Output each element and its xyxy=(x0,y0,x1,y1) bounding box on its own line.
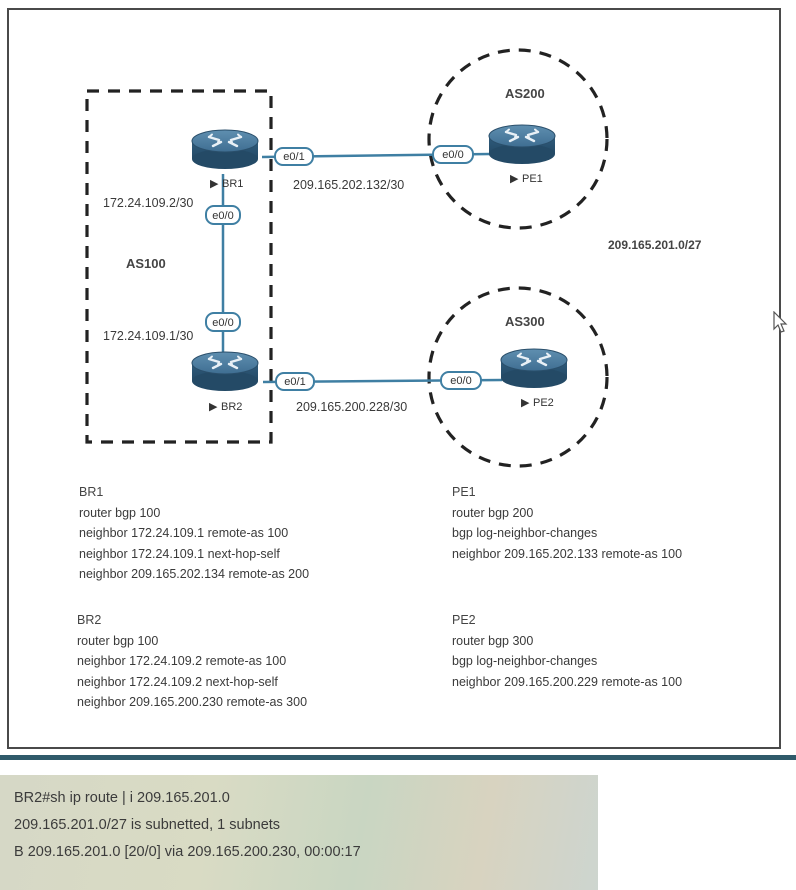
config-pe1: PE1 router bgp 200 bgp log-neighbor-chan… xyxy=(452,482,682,564)
iface-pe1-e00: e0/0 xyxy=(432,145,474,164)
iface-pe2-e00: e0/0 xyxy=(440,371,482,390)
iface-br2-e00: e0/0 xyxy=(205,312,241,332)
topology-diagram: ▶ BR1 ▶ BR2 ▶ PE1 ▶ PE2 e0/1 e0/0 e0/0 e… xyxy=(85,48,702,468)
router-br1-icon[interactable] xyxy=(190,128,260,171)
config-line: neighbor 172.24.109.1 next-hop-self xyxy=(79,546,280,561)
config-pe2: PE2 router bgp 300 bgp log-neighbor-chan… xyxy=(452,610,682,692)
iface-br2-e01: e0/1 xyxy=(275,372,315,391)
config-line: bgp log-neighbor-changes xyxy=(452,654,598,668)
config-line: router bgp 100 xyxy=(79,505,161,520)
br2-ip-label: 172.24.109.1/30 xyxy=(103,329,193,343)
config-pe2-title: PE2 xyxy=(452,613,476,627)
config-line: neighbor 209.165.200.229 remote-as 100 xyxy=(452,674,683,689)
config-br1: BR1 router bgp 100 neighbor 172.24.109.1… xyxy=(79,482,309,585)
br1-arrow-icon: ▶ xyxy=(210,178,219,190)
pe2-label: PE2 xyxy=(533,397,554,409)
iface-br1-e01: e0/1 xyxy=(274,147,314,166)
router-pe2-icon[interactable] xyxy=(499,347,569,390)
svg-text:e0/1: e0/1 xyxy=(284,376,305,388)
as200-boundary xyxy=(427,48,609,230)
config-line: neighbor 172.24.109.1 remote-as 100 xyxy=(79,526,289,540)
as300-boundary xyxy=(427,286,609,468)
svg-text:e0/0: e0/0 xyxy=(212,210,233,222)
svg-text:e0/0: e0/0 xyxy=(212,317,233,329)
config-br2-title: BR2 xyxy=(77,613,102,627)
config-line: neighbor 172.24.109.2 remote-as 100 xyxy=(77,654,287,668)
router-br2-icon[interactable] xyxy=(190,350,260,393)
subnet-br2-pe2: 209.165.200.228/30 xyxy=(296,400,407,414)
config-br2: BR2 router bgp 100 neighbor 172.24.109.2… xyxy=(77,610,307,713)
iface-br1-e00: e0/0 xyxy=(205,205,241,225)
divider xyxy=(0,755,796,760)
as300-label: AS300 xyxy=(505,314,545,329)
subnet-br1-pe1: 209.165.202.132/30 xyxy=(293,178,404,192)
config-line: router bgp 100 xyxy=(77,633,159,648)
config-line: neighbor 209.165.202.134 remote-as 200 xyxy=(79,567,310,581)
config-br1-title: BR1 xyxy=(79,485,104,499)
br1-label: BR1 xyxy=(222,178,243,190)
as100-boundary xyxy=(85,89,273,444)
as200-label: AS200 xyxy=(505,86,545,101)
pe1-label: PE1 xyxy=(522,173,543,185)
terminal-line: BR2#sh ip route | i 209.165.201.0 xyxy=(14,790,230,806)
svg-text:e0/1: e0/1 xyxy=(283,151,304,163)
diagram-frame xyxy=(7,8,781,749)
pe1-arrow-icon: ▶ xyxy=(510,173,519,185)
svg-text:e0/0: e0/0 xyxy=(442,149,463,161)
mouse-cursor-icon xyxy=(773,311,788,333)
config-line: neighbor 209.165.200.230 remote-as 300 xyxy=(77,695,308,709)
advertised-network-label: 209.165.201.0/27 xyxy=(608,238,702,252)
svg-text:e0/0: e0/0 xyxy=(450,375,471,387)
as100-label: AS100 xyxy=(126,256,166,271)
config-pe1-title: PE1 xyxy=(452,485,476,499)
terminal-line: B 209.165.201.0 [20/0] via 209.165.200.2… xyxy=(14,844,361,860)
br2-arrow-icon: ▶ xyxy=(209,401,218,413)
br1-ip-label: 172.24.109.2/30 xyxy=(103,196,193,210)
config-line: router bgp 200 xyxy=(452,505,534,520)
terminal-output: BR2#sh ip route | i 209.165.201.0 209.16… xyxy=(0,775,598,890)
pe2-arrow-icon: ▶ xyxy=(521,397,530,409)
config-line: neighbor 209.165.202.133 remote-as 100 xyxy=(452,546,683,561)
terminal-line: 209.165.201.0/27 is subnetted, 1 subnets xyxy=(14,817,281,833)
config-line: bgp log-neighbor-changes xyxy=(452,526,598,540)
br2-label: BR2 xyxy=(221,401,242,413)
config-line: neighbor 172.24.109.2 next-hop-self xyxy=(77,674,278,689)
config-line: router bgp 300 xyxy=(452,633,534,648)
router-pe1-icon[interactable] xyxy=(487,123,557,166)
